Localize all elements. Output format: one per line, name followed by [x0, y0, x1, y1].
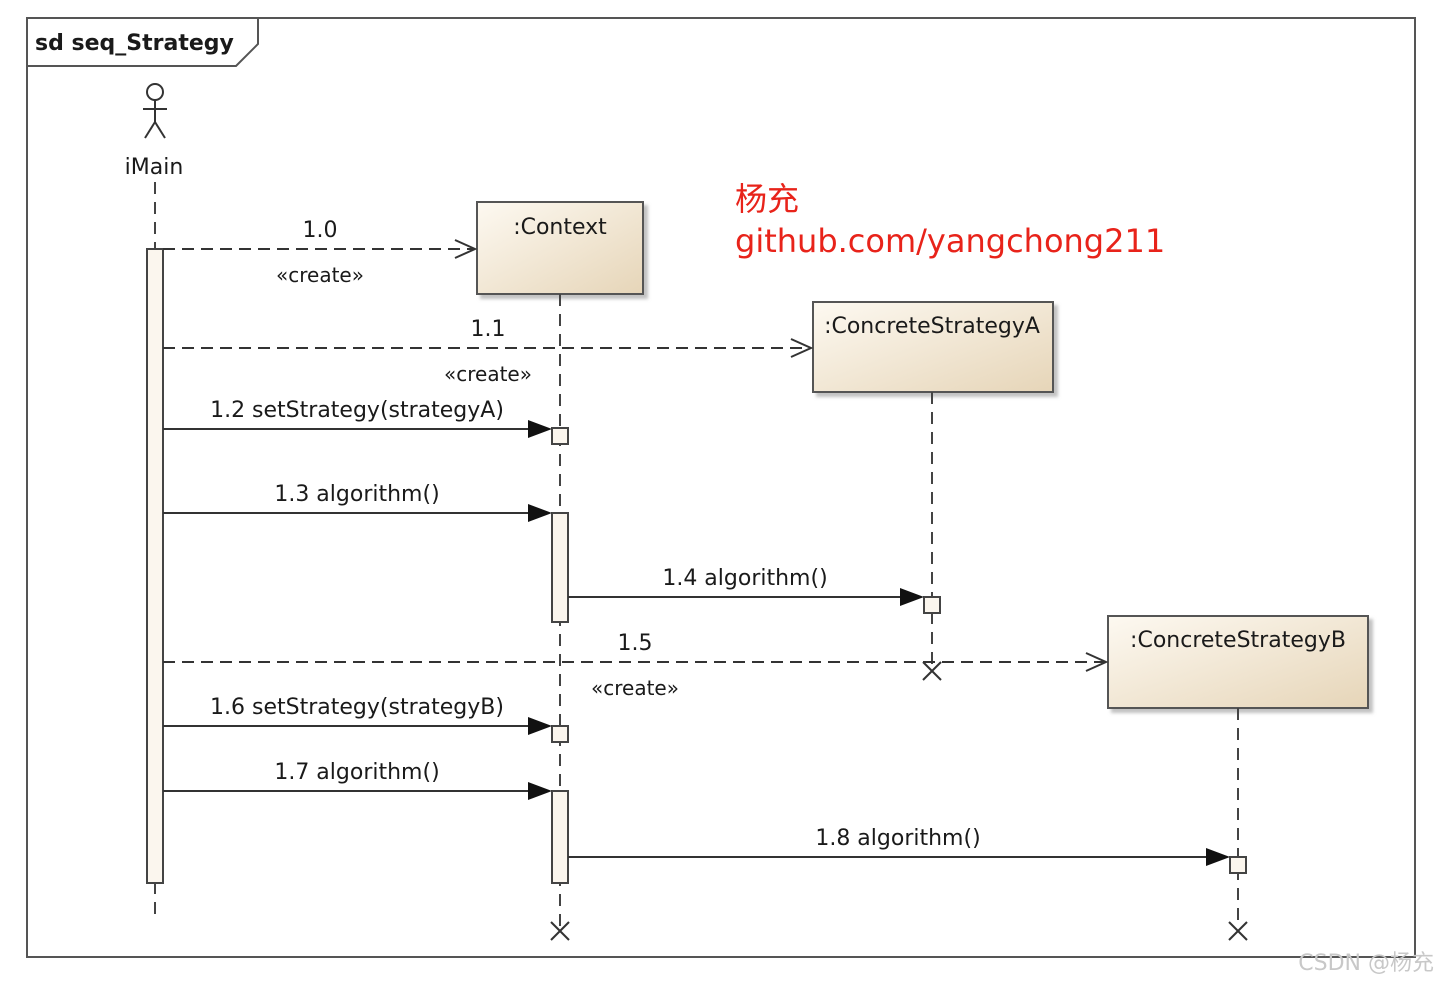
message-1-1-label: 1.1 — [471, 317, 506, 342]
message-1-5-stereotype: «create» — [591, 676, 679, 700]
message-1-5: 1.5 «create» — [163, 631, 1109, 700]
message-1-6: 1.6 setStrategy(strategyB) — [163, 695, 552, 735]
context-activation-4 — [551, 790, 569, 884]
strategy-b-label: :ConcreteStrategyB — [1130, 628, 1346, 653]
message-1-0-label: 1.0 — [303, 218, 338, 243]
message-1-7-label: 1.7 algorithm() — [274, 760, 439, 785]
context-activation-3 — [551, 725, 569, 743]
message-1-1-stereotype: «create» — [444, 362, 532, 386]
strategy-b-destroy-icon — [1228, 921, 1248, 941]
message-1-0-stereotype: «create» — [276, 263, 364, 287]
credit-watermark: CSDN @杨充 — [1298, 951, 1434, 976]
strategy-a-label: :ConcreteStrategyA — [824, 314, 1040, 339]
strategy-b-activation — [1229, 856, 1247, 874]
context-activation-2 — [551, 512, 569, 623]
annotation-url: github.com/yangchong211 — [735, 222, 1165, 260]
message-1-1: 1.1 «create» — [163, 317, 814, 386]
message-1-0: 1.0 «create» — [163, 218, 478, 287]
context-label: :Context — [513, 215, 607, 240]
diagram-frame — [26, 17, 1416, 958]
frame-title: sd seq_Strategy — [35, 31, 234, 56]
message-1-8: 1.8 algorithm() — [568, 826, 1230, 866]
message-1-7: 1.7 algorithm() — [163, 760, 552, 800]
annotation-author: 杨充 — [735, 180, 799, 218]
actor-activation — [146, 248, 164, 884]
actor-stick-figure-icon — [143, 83, 167, 139]
message-1-3-label: 1.3 algorithm() — [274, 482, 439, 507]
message-1-2: 1.2 setStrategy(strategyA) — [163, 398, 552, 438]
message-1-6-label: 1.6 setStrategy(strategyB) — [210, 695, 504, 720]
message-1-4-label: 1.4 algorithm() — [662, 566, 827, 591]
strategy-a-destroy-icon — [922, 661, 942, 681]
message-1-2-label: 1.2 setStrategy(strategyA) — [210, 398, 504, 423]
actor-name: iMain — [125, 155, 184, 180]
message-1-3: 1.3 algorithm() — [163, 482, 552, 522]
strategy-a-activation — [923, 596, 941, 614]
context-activation-1 — [551, 427, 569, 445]
context-destroy-icon — [550, 921, 570, 941]
strategy-a-box — [812, 301, 1054, 393]
message-1-8-label: 1.8 algorithm() — [815, 826, 980, 851]
message-1-4: 1.4 algorithm() — [568, 566, 924, 606]
context-box — [476, 201, 644, 295]
frame-title-tab — [26, 17, 259, 67]
message-1-5-label: 1.5 — [618, 631, 653, 656]
